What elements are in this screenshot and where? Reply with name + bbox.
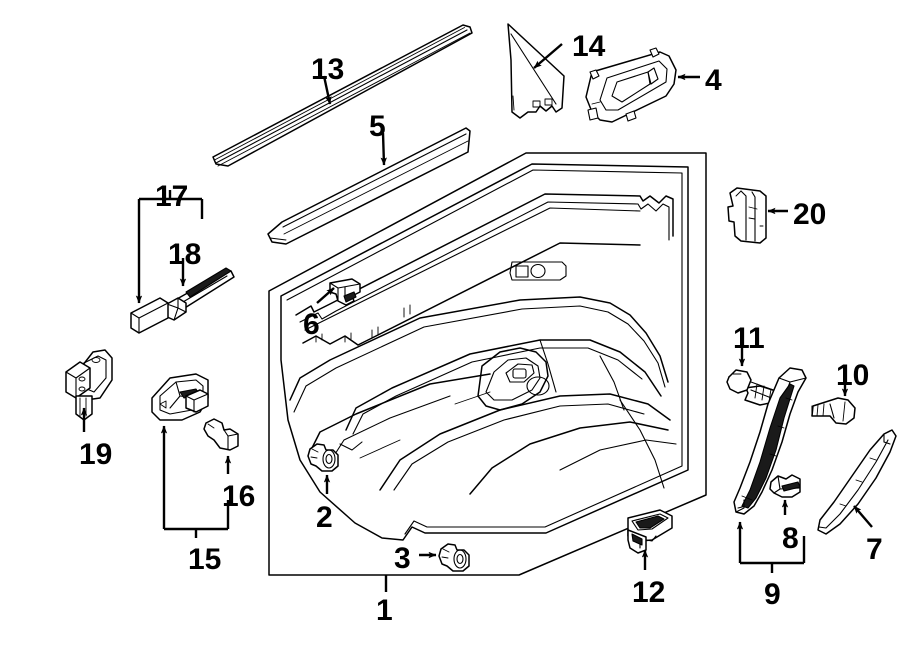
- callout-9: 9: [764, 578, 781, 611]
- part-16-lock-knob-button: [203, 418, 239, 451]
- callout-10: 10: [836, 359, 870, 392]
- callout-19: 19: [79, 438, 113, 471]
- part-19-regulator-switch: [65, 349, 113, 421]
- leader-13: [322, 75, 332, 105]
- callout-20: 20: [793, 198, 827, 231]
- part-4-inside-handle: [585, 47, 677, 123]
- leader-14: [533, 43, 563, 69]
- part-9-pull-handle: [733, 367, 807, 515]
- part-5-belt-trim: [267, 127, 471, 245]
- part-3-grommet-lower: [438, 543, 470, 572]
- leader-5: [380, 132, 387, 166]
- callout-6: 6: [303, 308, 320, 341]
- leader-15: [160, 425, 230, 538]
- leader-17: [135, 190, 204, 304]
- part-20-lock-switch: [727, 187, 767, 244]
- part-18-guide-channel: [130, 267, 235, 334]
- callout-3: 3: [394, 542, 411, 575]
- part-2-grommet-upper: [307, 443, 339, 472]
- part-7-lower-applique: [817, 429, 897, 535]
- callout-16: 16: [222, 480, 256, 513]
- part-1-door-trim-panel: [268, 152, 707, 576]
- callout-8: 8: [782, 522, 799, 555]
- part-15-lock-knob-housing: [151, 373, 209, 421]
- callout-5: 5: [369, 110, 386, 143]
- callout-2: 2: [316, 501, 333, 534]
- part-8-trim-clip: [769, 474, 801, 498]
- callout-11: 11: [733, 322, 765, 355]
- callout-15: 15: [188, 543, 222, 576]
- callout-1: 1: [376, 594, 393, 627]
- callout-4: 4: [705, 64, 722, 97]
- callout-12: 12: [632, 576, 666, 609]
- callout-13: 13: [311, 53, 345, 86]
- part-13-weatherstrip: [212, 24, 473, 167]
- callout-17: 17: [155, 180, 189, 213]
- callout-14: 14: [572, 30, 606, 63]
- callout-7: 7: [866, 533, 883, 566]
- leader-7: [853, 505, 873, 528]
- leader-6: [316, 287, 335, 304]
- part-12-release-bezel: [627, 509, 673, 554]
- callout-18: 18: [168, 238, 202, 271]
- part-14-corner-cover: [507, 23, 565, 119]
- part-10-screw-short: [811, 397, 856, 425]
- leader-9: [736, 521, 806, 573]
